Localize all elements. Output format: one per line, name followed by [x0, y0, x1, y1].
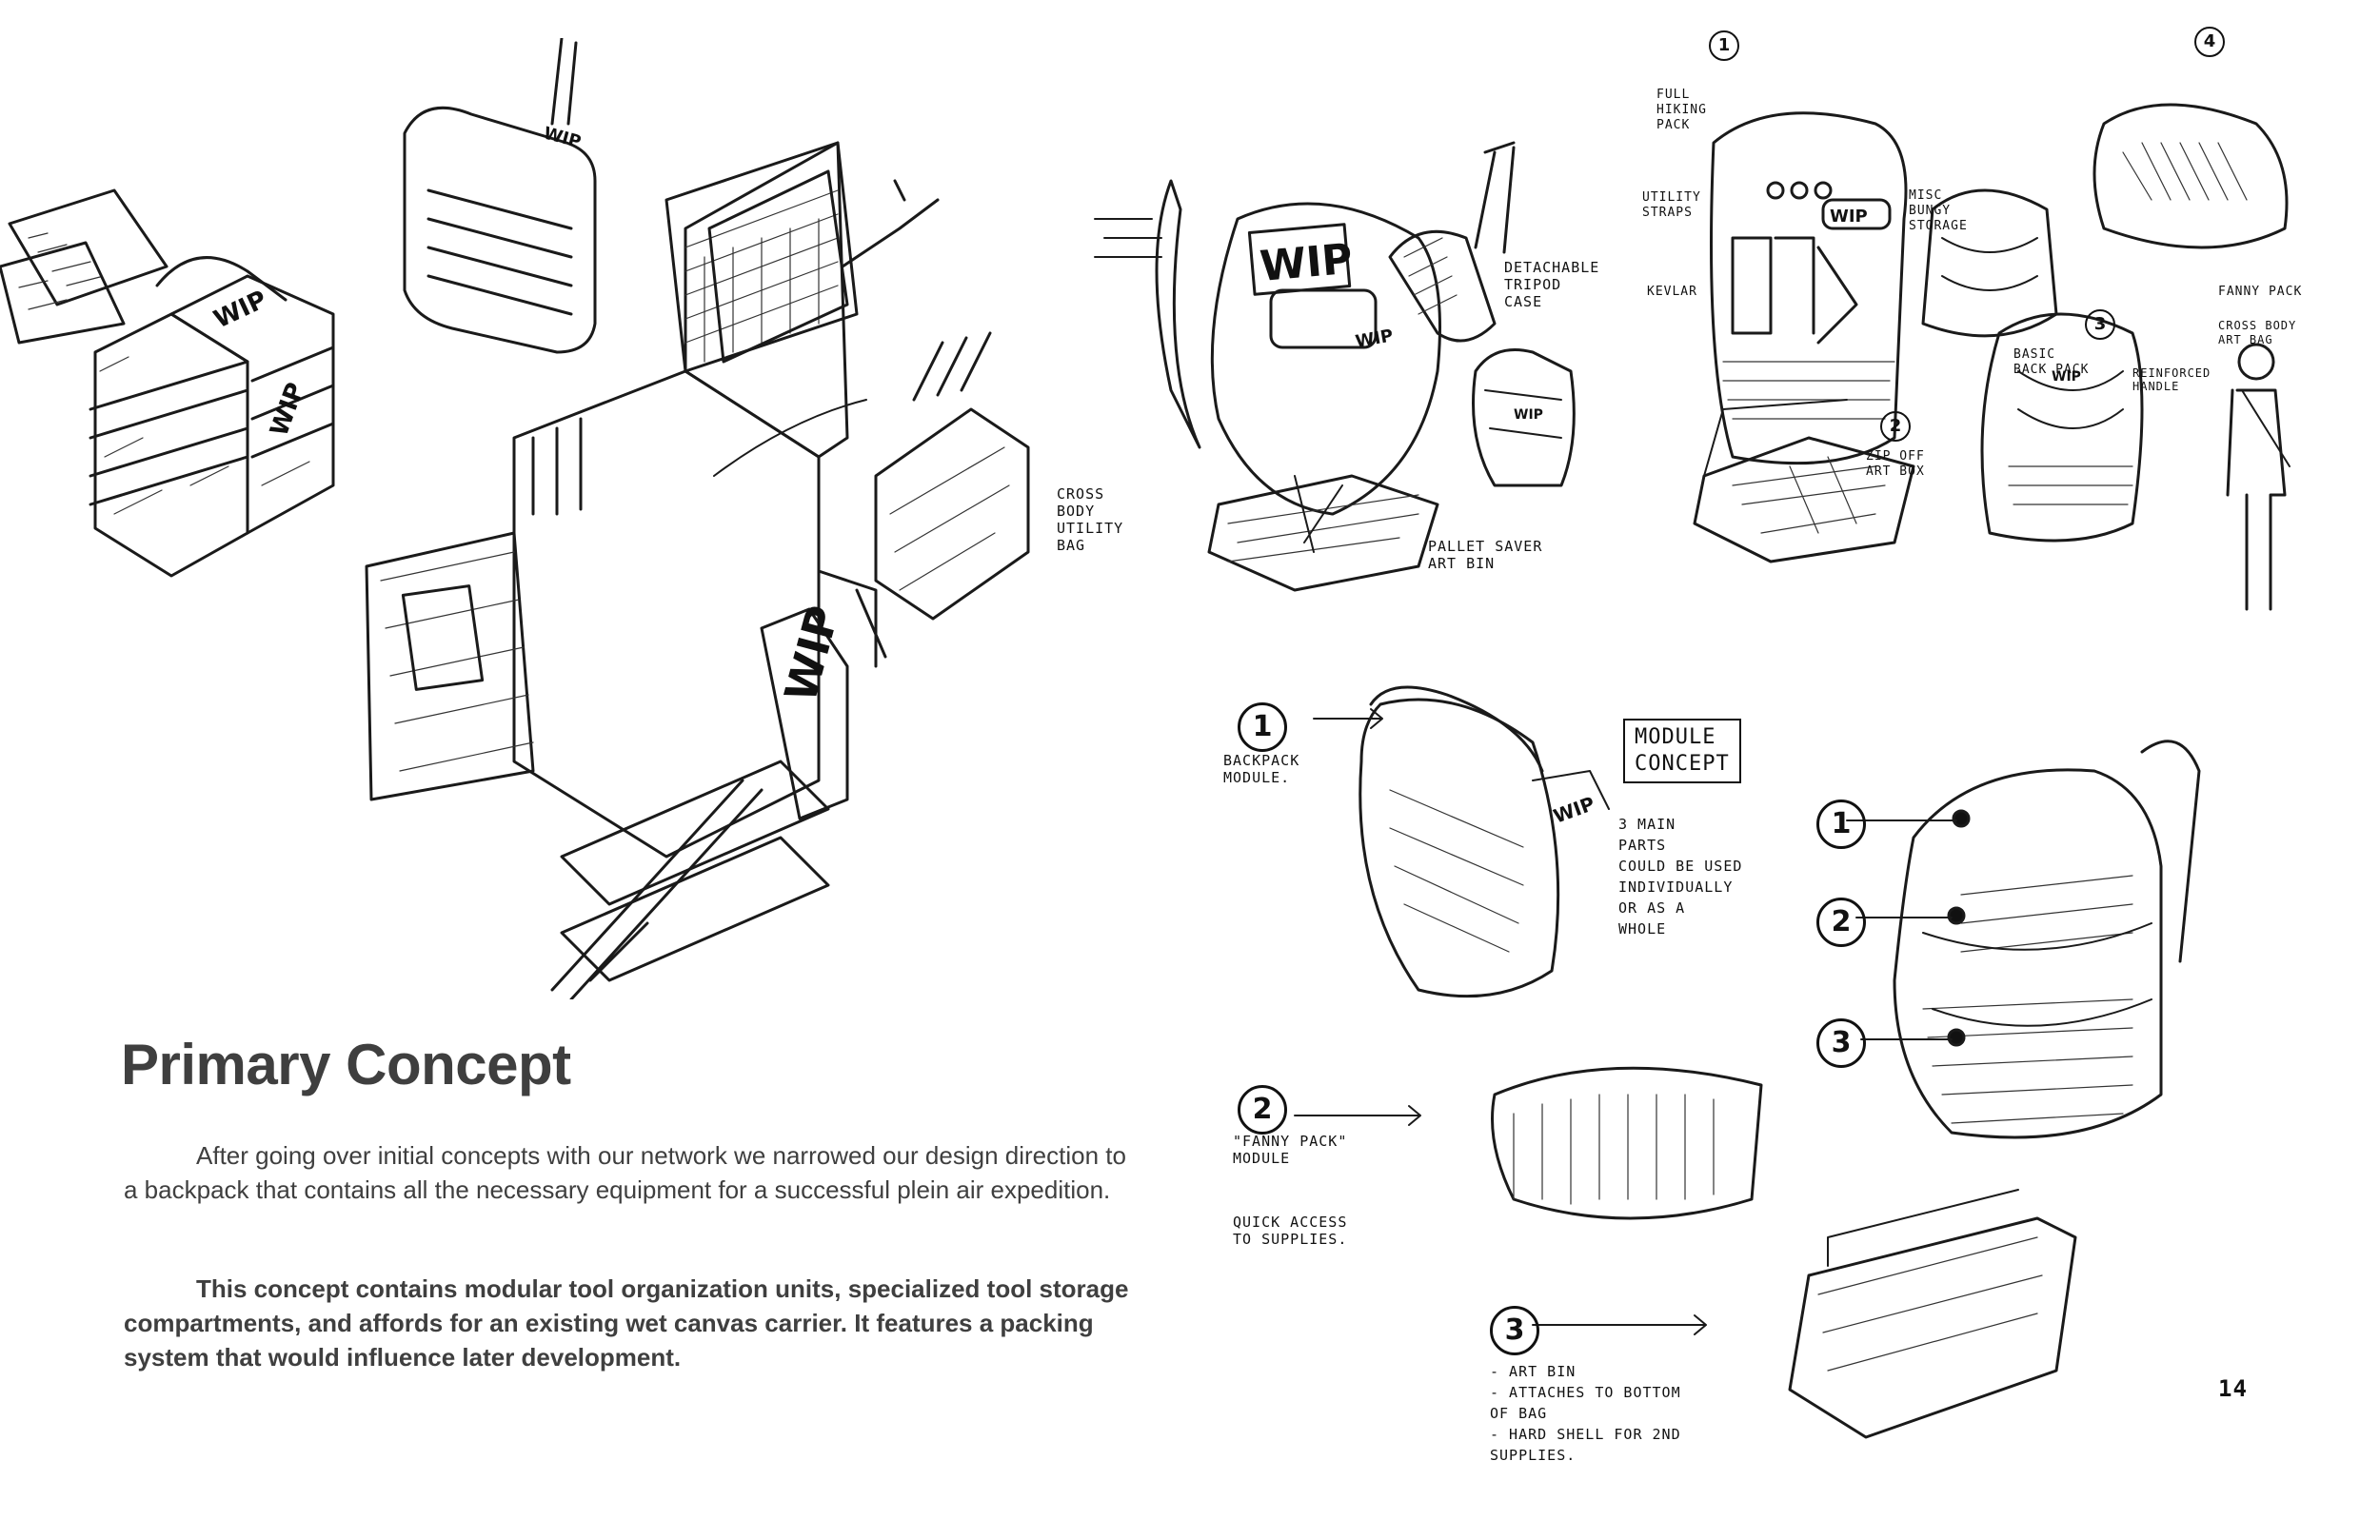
svg-text:WIP: WIP: [774, 601, 848, 707]
callout-number-1-top: 1: [1709, 30, 1739, 61]
note-fanny-pack: Fanny pack: [2218, 285, 2303, 299]
svg-text:WIP: WIP: [209, 286, 271, 334]
note-reinforced-handle: Reinforced handle: [2132, 366, 2211, 393]
svg-text:WIP: WIP: [542, 124, 584, 153]
note-detachable-tripod-case: Detachable tripod case: [1504, 259, 1600, 310]
note-basic-back-pack: Basic back pack: [2013, 347, 2090, 377]
concept-description-paragraph: This concept contains modular tool organ…: [124, 1274, 1129, 1372]
note-zip-off-art-box: Zip off art box: [1866, 449, 1925, 479]
note-backpack-module: Backpack module.: [1223, 752, 1300, 786]
modular-system-sketch: WIP WIP WIP: [1094, 141, 1576, 592]
note-quick-access: Quick access to supplies.: [1233, 1214, 1348, 1248]
callout-number-2-assembled: 2: [1816, 898, 1866, 947]
module-concept-sketch: WIP: [1294, 685, 2201, 1439]
callout-number-1-assembled: 1: [1816, 800, 1866, 849]
note-kevlar: Kevlar: [1647, 285, 1697, 299]
page-number: 14: [2218, 1375, 2248, 1402]
note-fanny-pack-module: "Fanny pack" module: [1233, 1133, 1348, 1167]
callout-number-2-top: 2: [1880, 411, 1911, 442]
pack-variants-sketch: WIP WIP: [1693, 103, 2291, 611]
boxy-backpack-sketch: WIP WIP: [89, 256, 335, 578]
svg-text:WIP: WIP: [2052, 369, 2081, 385]
intro-paragraph: After going over initial concepts with o…: [124, 1141, 1126, 1204]
svg-text:WIP: WIP: [265, 379, 310, 440]
note-misc-bungy-storage: Misc bungy storage: [1909, 188, 1968, 233]
exploded-backpack-sketch: WIP WIP WIP WIP: [0, 38, 1030, 999]
page-title: Primary Concept: [121, 1033, 571, 1096]
callout-number-3-top: 3: [2085, 309, 2115, 340]
svg-text:WIP: WIP: [1551, 792, 1598, 828]
svg-text:WIP: WIP: [1514, 407, 1543, 423]
reference-cards-sketch: [0, 188, 169, 345]
note-pallet-saver-art-bin: Pallet saver art bin: [1428, 538, 1543, 572]
svg-text:WIP: WIP: [1354, 326, 1395, 352]
svg-text:WIP: WIP: [1259, 235, 1355, 291]
small-backpack-sketch: WIP: [403, 38, 597, 354]
callout-number-2-fanny-pack-module: 2: [1238, 1085, 1287, 1135]
note-utility-straps: Utility straps: [1642, 190, 1701, 220]
note-cross-body-utility-bag: Cross body utility bag: [1057, 485, 1124, 554]
note-cross-body-art-bag: Cross body art bag: [2218, 319, 2297, 346]
callout-number-3-assembled: 3: [1816, 1018, 1866, 1068]
note-module-concept: Module concept: [1623, 719, 1741, 783]
callout-number-4-top: 4: [2194, 27, 2225, 57]
callout-number-1-backpack-module: 1: [1238, 702, 1287, 752]
note-full-hiking-pack: Full hiking pack: [1656, 88, 1707, 132]
callout-number-3-art-bin-module: 3: [1490, 1306, 1539, 1355]
note-art-bin: - Art bin - attaches to bottom of bag - …: [1490, 1363, 1681, 1464]
svg-text:WIP: WIP: [1830, 207, 1868, 227]
central-backpack-sketch: WIP: [365, 141, 1030, 999]
note-three-main-parts: 3 main parts could be used individually …: [1618, 816, 1743, 938]
